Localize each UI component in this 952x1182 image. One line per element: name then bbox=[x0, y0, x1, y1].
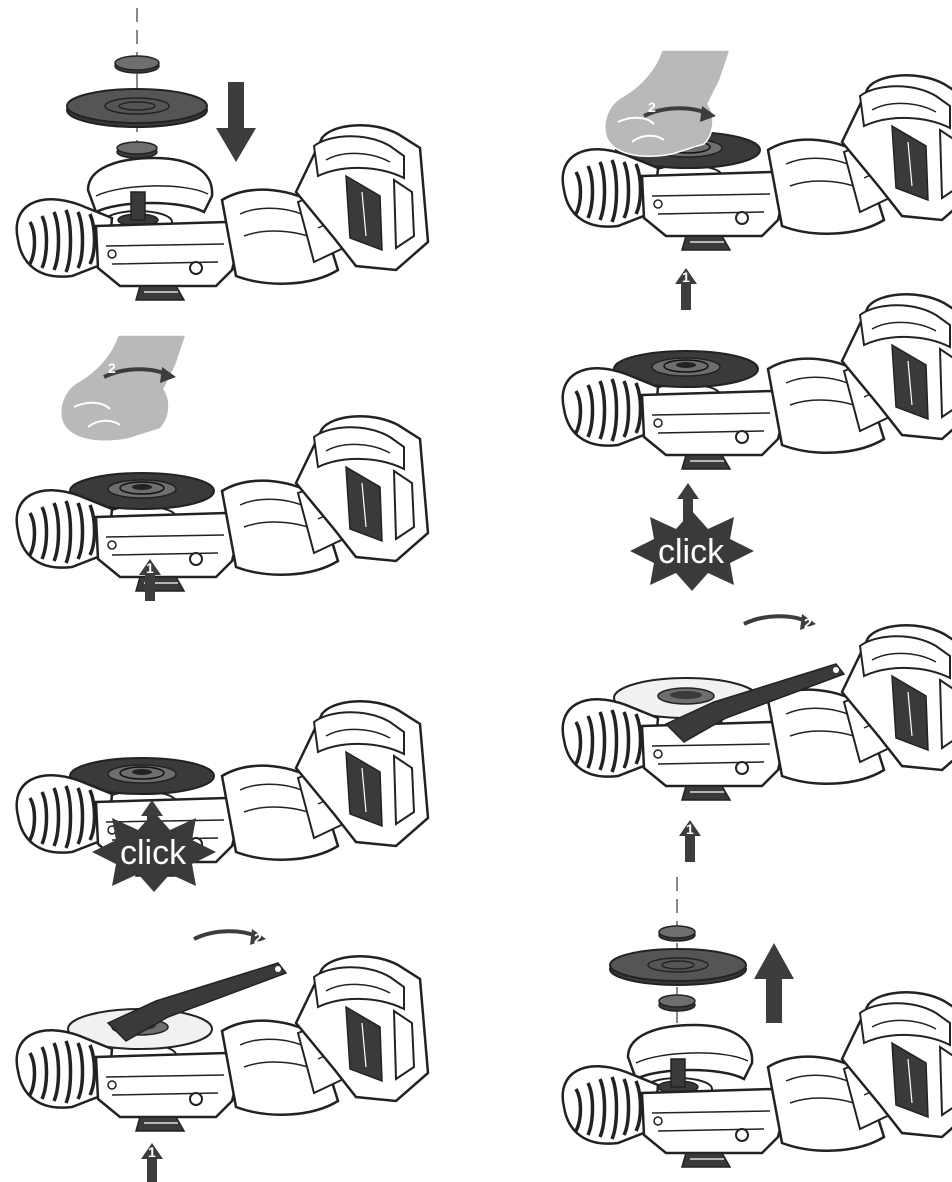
step-press-lock-turn-disc: 2 1 bbox=[560, 49, 952, 310]
arrow-down bbox=[216, 82, 256, 162]
spindle-lock-arrow: 1 bbox=[139, 559, 161, 601]
rotate-arrow: 2 bbox=[642, 99, 718, 124]
spindle-lock-arrow: 1 bbox=[679, 820, 701, 862]
hand-icon bbox=[59, 334, 187, 443]
step-loosen-with-spanner: 2 1 bbox=[560, 612, 952, 862]
rotate-arrow: 2 bbox=[742, 612, 818, 632]
click-label: click bbox=[658, 533, 725, 571]
outer-flange bbox=[658, 925, 696, 942]
spindle-lock-arrow: 1 bbox=[141, 1143, 163, 1182]
step-remove-disc-exploded bbox=[560, 877, 952, 1169]
step-number-2: 2 bbox=[108, 360, 116, 376]
panel-left-3: click bbox=[0, 590, 476, 892]
panel-right-4 bbox=[476, 877, 952, 1182]
panel-right-2: click bbox=[476, 292, 952, 591]
click-label: click bbox=[120, 834, 187, 872]
inner-flange bbox=[116, 141, 158, 159]
step-number-1: 1 bbox=[682, 269, 690, 285]
rotate-arrow: 2 bbox=[102, 360, 178, 385]
angle-grinder bbox=[560, 623, 952, 802]
step-mount-disc-exploded bbox=[14, 8, 430, 302]
panel-left-4: 2 1 bbox=[0, 887, 476, 1182]
panel-right-3: 2 1 bbox=[476, 590, 952, 885]
step-number-1: 1 bbox=[146, 560, 154, 576]
spindle-lock-arrow: 1 bbox=[675, 268, 697, 310]
click-burst: click bbox=[92, 812, 216, 892]
rotate-arrow: 2 bbox=[192, 927, 268, 947]
panel-left-2: 2 1 bbox=[0, 295, 476, 601]
step-number-1: 1 bbox=[686, 821, 694, 837]
step-number-1: 1 bbox=[148, 1144, 156, 1160]
grinding-disc bbox=[609, 948, 747, 986]
step-lock-engaged: click bbox=[560, 292, 952, 591]
step-number-2: 2 bbox=[648, 99, 656, 115]
panel-right-1: 2 1 bbox=[476, 0, 952, 310]
step-tighten-with-spanner: 2 1 bbox=[14, 927, 430, 1182]
step-number-2: 2 bbox=[254, 930, 262, 946]
grinding-disc bbox=[66, 88, 208, 128]
inner-flange bbox=[658, 994, 696, 1012]
arrow-up bbox=[754, 943, 794, 1023]
click-burst: click bbox=[630, 511, 754, 591]
angle-grinder bbox=[14, 699, 430, 878]
step-number-2: 2 bbox=[804, 615, 812, 631]
panel-left-1 bbox=[0, 0, 476, 302]
angle-grinder bbox=[560, 292, 952, 471]
angle-grinder bbox=[14, 123, 430, 302]
step-press-lock-turn-disc: 2 1 bbox=[14, 334, 430, 601]
angle-grinder bbox=[14, 414, 430, 593]
step-lock-engaged: click bbox=[14, 699, 430, 892]
outer-flange bbox=[114, 55, 160, 74]
angle-grinder bbox=[560, 990, 952, 1169]
